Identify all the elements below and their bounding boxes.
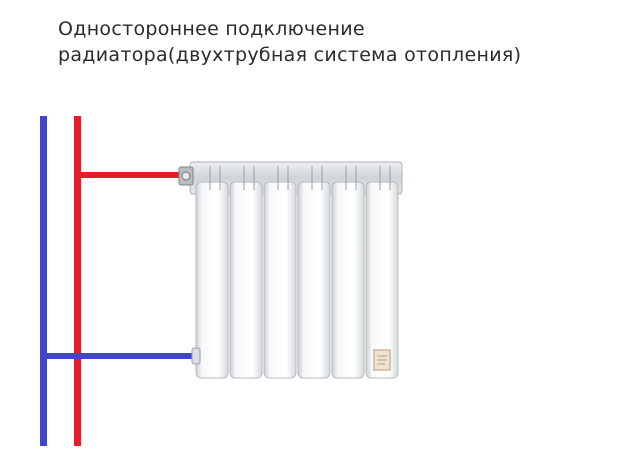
return-riser-pipe — [40, 116, 47, 446]
supply-riser-pipe — [74, 116, 81, 446]
manufacturer-label-icon — [373, 349, 391, 371]
radiator-section — [365, 181, 399, 379]
radiator-section — [331, 181, 365, 379]
title-line-2: радиатора(двухтрубная система отопления) — [58, 44, 522, 66]
radiator-section — [263, 181, 297, 379]
radiator-section — [195, 181, 229, 379]
title-line-1: Одностороннее подключение — [58, 18, 365, 40]
radiator-bottom-inlet — [191, 347, 201, 365]
radiator-sections — [195, 181, 399, 379]
diagram-title: Одностороннее подключение радиатора(двух… — [58, 16, 618, 68]
return-branch-pipe — [44, 353, 204, 359]
radiator — [178, 161, 403, 379]
radiator-section — [229, 181, 263, 379]
supply-branch-pipe — [74, 172, 182, 178]
air-valve-icon — [178, 166, 194, 186]
radiator-header-fins — [209, 166, 391, 190]
radiator-section — [297, 181, 331, 379]
